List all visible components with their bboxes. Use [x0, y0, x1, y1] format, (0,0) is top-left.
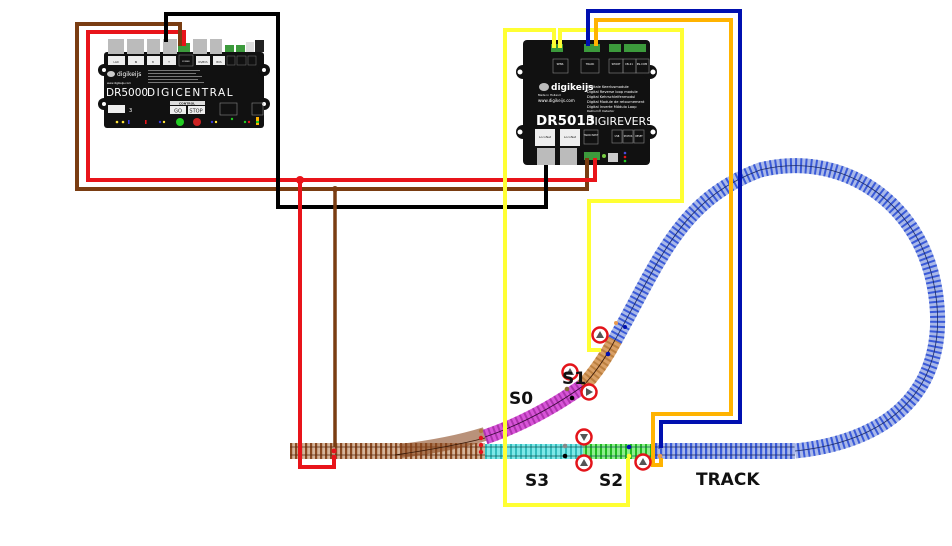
dr5013-description: Digitale Keerlusmodule Digital Reverse l… — [587, 85, 645, 113]
wire-orange-track — [594, 18, 733, 467]
svg-text:Made in Holland: Made in Holland — [538, 93, 561, 97]
track-loop-straight — [655, 443, 795, 459]
track-s3 — [485, 444, 583, 459]
svg-text:www.digikeijs.com: www.digikeijs.com — [538, 98, 575, 103]
svg-text:Digital Inverte Módulo Loop: Digital Inverte Módulo Loop — [587, 105, 637, 109]
loconet-port-1 — [537, 148, 555, 165]
control-label: CONTROL — [179, 101, 195, 105]
digikeijs-logo: digikeijs www.digikeijs.com — [107, 71, 141, 85]
dr5000-port-labels: LAN IN B T POWER RS/BUS BUS — [108, 54, 257, 67]
svg-text:www.digikeijs.com: www.digikeijs.com — [107, 81, 131, 85]
go-label: GO — [174, 109, 182, 115]
section-label-s0: S0 — [509, 389, 533, 409]
loconet-badge — [108, 105, 125, 113]
svg-text:CB-21: CB-21 — [625, 62, 633, 66]
svg-text:TRACK: TRACK — [586, 62, 595, 66]
port-label-t: T — [168, 60, 170, 64]
section-label-s2: S2 — [599, 471, 623, 491]
track-s2 — [583, 444, 655, 459]
section-label-s3: S3 — [525, 471, 549, 491]
svg-text:RESET: RESET — [635, 135, 643, 138]
dr5000-leds — [115, 117, 259, 126]
port-label-rsbus: RS/BUS — [198, 60, 208, 64]
dr5000-power-terminal — [178, 43, 190, 52]
stop-label: STOP — [189, 109, 202, 115]
dr5013-model: DR5013 — [536, 113, 595, 129]
svg-text:RailCom® Detector: RailCom® Detector — [587, 109, 615, 113]
svg-text:Digital Reverse loop module: Digital Reverse loop module — [587, 90, 638, 94]
dr5013-name: DIGIREVERSE — [586, 115, 660, 128]
dr5000-name: DIGICENTRAL — [147, 87, 234, 99]
track-layout — [290, 158, 946, 461]
sensor-s1-right — [580, 383, 598, 401]
svg-text:SHORT: SHORT — [612, 62, 621, 66]
wire-yellow-s3-s2 — [503, 28, 630, 507]
svg-text:Digital Module de retournement: Digital Module de retournement — [587, 100, 645, 104]
track-loop-curve — [608, 158, 946, 459]
svg-text:LocoNet: LocoNet — [564, 135, 577, 139]
svg-text:Digitale Keerlusmodule: Digitale Keerlusmodule — [587, 85, 629, 89]
svg-text:USB: USB — [615, 135, 620, 138]
svg-text:digikeijs: digikeijs — [117, 71, 141, 78]
sensor-track-up — [634, 453, 652, 471]
svg-text:STATUS: STATUS — [624, 135, 633, 138]
section-label-s1: S1 — [562, 369, 586, 389]
svg-text:Digital Kehrschleifenmodul: Digital Kehrschleifenmodul — [587, 95, 635, 99]
section-label-track: TRACK — [696, 470, 760, 490]
svg-text:LocoNet: LocoNet — [539, 135, 552, 139]
loconet-port-2 — [560, 148, 577, 165]
port-label-b: B — [152, 60, 154, 64]
track-terminal — [584, 44, 600, 52]
dr5013-logo: digikeijs Made in Holland www.digikeijs.… — [538, 83, 593, 103]
sensor-s1-up — [591, 326, 609, 344]
sens-terminal — [551, 44, 563, 52]
dr5013-port-labels: SENS TRACK SHORT CB-21 RS-COM — [552, 58, 650, 74]
occupancy-sensors — [561, 326, 652, 472]
go-button[interactable] — [170, 106, 186, 114]
sensor-s0-up — [561, 363, 579, 381]
sensor-s3-down — [575, 428, 593, 446]
port-label-bus: BUS — [216, 60, 222, 64]
dr5000-model: DR5000 — [106, 87, 148, 99]
dr5013-device: SENS TRACK SHORT CB-21 RS-COM digikeijs … — [516, 40, 660, 165]
stop-button[interactable] — [188, 106, 205, 114]
svg-text:SENS: SENS — [557, 62, 564, 66]
svg-text:RS-COM: RS-COM — [637, 62, 647, 66]
sensor-s2-up — [575, 454, 593, 472]
track-input-terminal — [584, 152, 600, 160]
dr5000-description — [148, 70, 204, 83]
svg-text:3: 3 — [129, 108, 132, 114]
wire-red-track — [298, 180, 336, 469]
dr5000-device: LAN IN B T POWER RS/BUS BUS digikeijs ww… — [98, 39, 270, 128]
port-label-power: POWER — [182, 61, 190, 63]
svg-text:digikeijs: digikeijs — [551, 83, 593, 93]
port-label-lan: LAN — [113, 60, 118, 64]
wire-yellow-s1 — [558, 28, 684, 352]
svg-text:TRACK INPUT: TRACK INPUT — [584, 134, 599, 137]
port-label-in: IN — [135, 60, 138, 64]
